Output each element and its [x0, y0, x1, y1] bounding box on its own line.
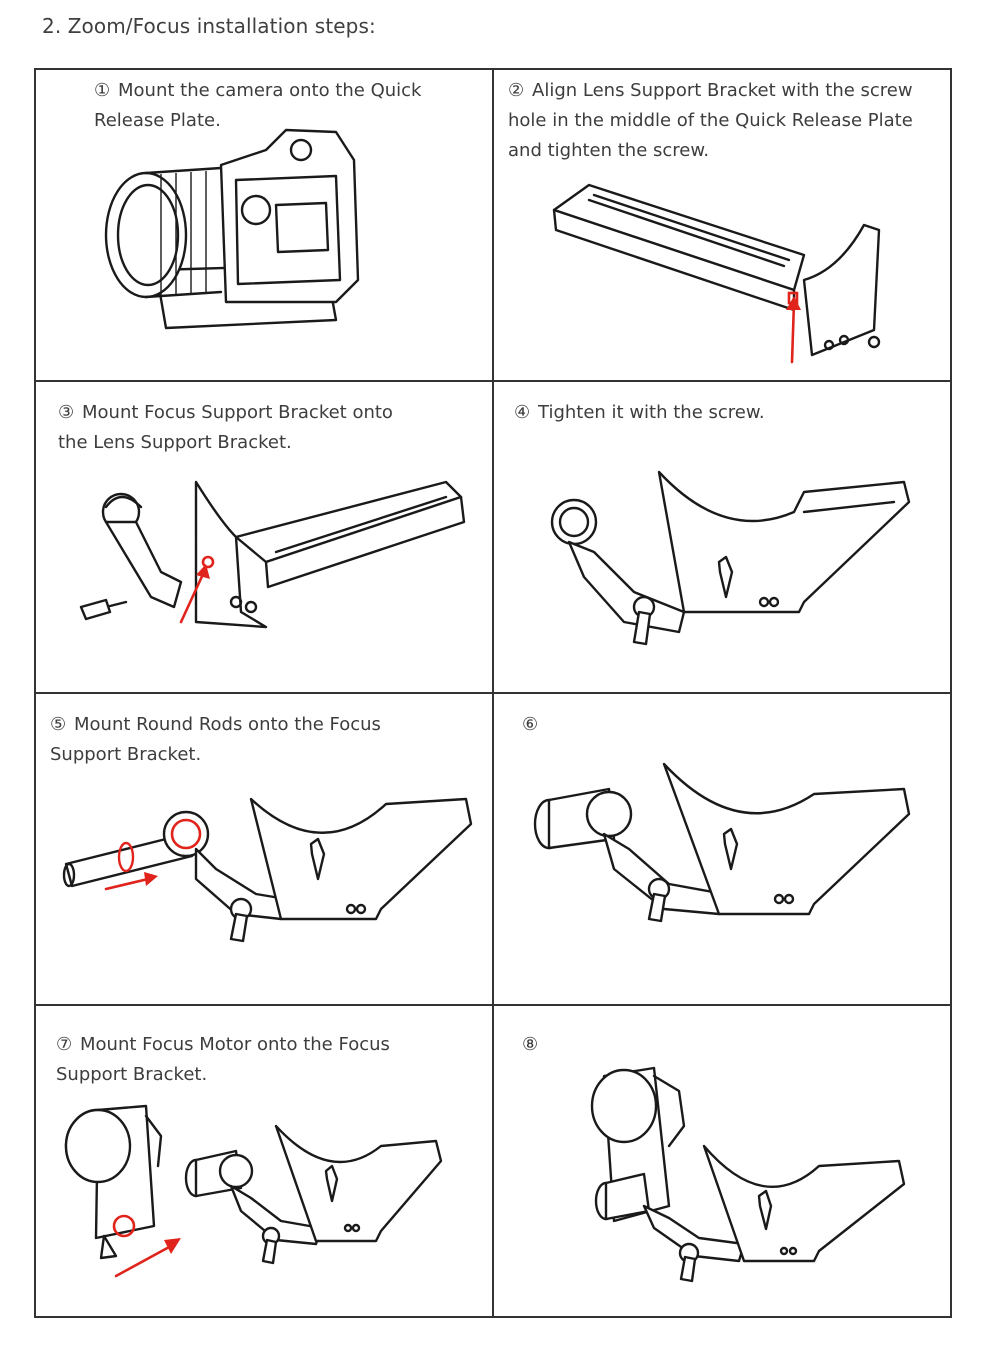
step-4-caption: ④ Tighten it with the screw. — [514, 398, 765, 428]
step-6-cell: ⑥ — [494, 694, 952, 1006]
section-heading: 2. Zoom/Focus installation steps: — [42, 14, 376, 38]
lens-support-bracket-illustration — [552, 183, 881, 364]
step-3-text: Mount Focus Support Bracket onto the Len… — [58, 402, 393, 453]
step-8-cell: ⑧ — [494, 1006, 952, 1316]
step-2-marker: ② — [508, 80, 525, 101]
step-5-marker: ⑤ — [50, 714, 67, 735]
step-1-text: Mount the camera onto the Quick Release … — [94, 80, 422, 131]
focus-support-bracket-illustration — [79, 480, 466, 629]
step-7-text: Mount Focus Motor onto the Focus Support… — [56, 1034, 390, 1085]
final-assembly-illustration — [590, 1066, 906, 1283]
tightened-bracket-illustration — [550, 470, 911, 646]
camera-on-plate-illustration — [104, 128, 360, 330]
step-3-marker: ③ — [58, 402, 75, 423]
focus-motor-illustration — [64, 1104, 443, 1278]
step-6-marker: ⑥ — [522, 714, 539, 735]
step-6-caption: ⑥ — [522, 710, 546, 740]
rods-mounted-illustration — [533, 762, 911, 923]
step-4-marker: ④ — [514, 402, 531, 423]
step-8-marker: ⑧ — [522, 1034, 539, 1055]
step-8-caption: ⑧ — [522, 1030, 546, 1060]
step-5-text: Mount Round Rods onto the Focus Support … — [50, 714, 381, 765]
step-2-text: Align Lens Support Bracket with the scre… — [508, 80, 913, 161]
round-rods-illustration — [62, 797, 473, 943]
step-4-text: Tighten it with the screw. — [538, 402, 765, 423]
step-1-marker: ① — [94, 80, 111, 101]
step-7-marker: ⑦ — [56, 1034, 73, 1055]
step-4-cell: ④ Tighten it with the screw. — [494, 382, 952, 694]
